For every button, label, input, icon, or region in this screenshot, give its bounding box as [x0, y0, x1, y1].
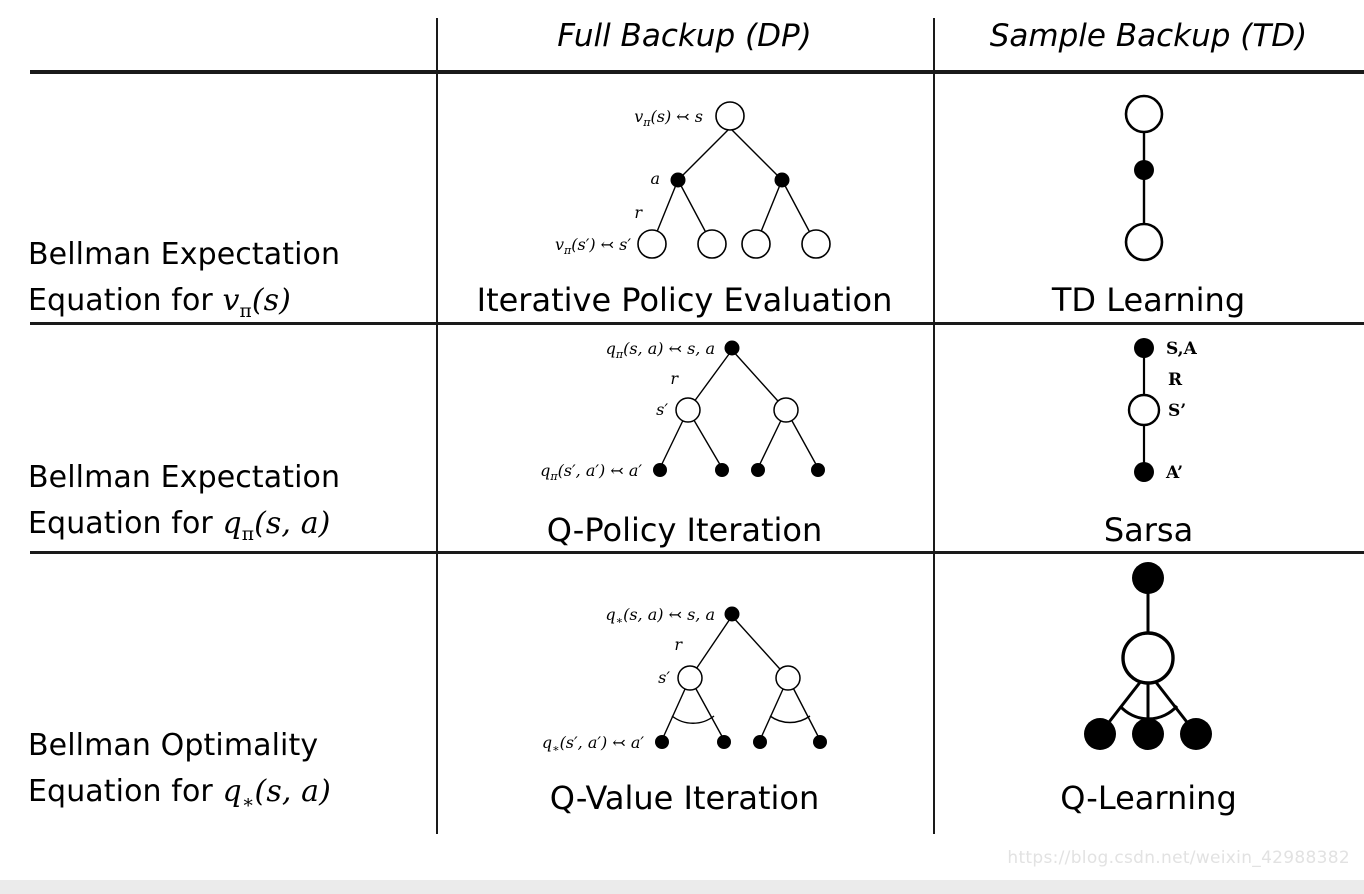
header-rule: [30, 70, 1364, 74]
row-label-symbol: v: [222, 283, 240, 318]
label-sa: S,A: [1166, 339, 1198, 359]
method-dp-row1: Iterative Policy Evaluation: [476, 281, 893, 319]
label-state: s′: [656, 400, 668, 419]
node-leaf-1-open-circle: [637, 229, 667, 259]
diagram-v-pi-full-backup: vπ(s) ↢ s a r vπ(s′) ↢ s′: [555, 101, 831, 259]
row2-bottom-rule: [30, 551, 1364, 554]
node-action-left-filled: [670, 172, 686, 188]
node-leaf-1-filled-dot: [655, 735, 669, 749]
row-label-subscript: π: [241, 524, 255, 545]
node-leaf-1-filled-dot: [653, 463, 667, 477]
method-dp-row2: Q-Policy Iteration: [546, 511, 823, 549]
row-label-v-pi: Bellman Expectation Equation for vπ(s): [28, 232, 428, 335]
row-label-line1: Bellman Expectation: [28, 460, 341, 495]
node-state-bottom-open-circle: [1124, 222, 1164, 262]
row-label-symbol: q: [222, 506, 242, 541]
row-label-subscript: ∗: [241, 792, 255, 813]
row-label-symbol: q: [222, 774, 242, 809]
row-label-q-pi: Bellman Expectation Equation for qπ(s, a…: [28, 455, 428, 558]
method-td-row3: Q-Learning: [1060, 779, 1237, 817]
node-action-right-filled: [774, 172, 790, 188]
label-r: R: [1168, 370, 1183, 390]
row-label-q-star: Bellman Optimality Equation for q∗(s, a): [28, 723, 428, 826]
node-leaf-3-filled-dot: [1180, 718, 1212, 750]
row-label-line2: Equation for qπ(s, a): [28, 506, 331, 545]
label-reward: r: [674, 635, 683, 654]
label-leaf: q∗(s′, a′) ↢ a′: [542, 733, 645, 755]
node-leaf-4-filled-dot: [811, 463, 825, 477]
diagram-sarsa-chain: S,A R S’ A’: [1127, 338, 1198, 483]
node-state-left-open-circle: [675, 397, 701, 423]
row-label-line2: Equation for vπ(s): [28, 283, 291, 322]
label-state: s′: [658, 668, 670, 687]
node-leaf-2-open-circle: [697, 229, 727, 259]
node-leaf-4-open-circle: [801, 229, 831, 259]
node-root-filled-dot: [724, 606, 740, 622]
node-state-right-open-circle: [775, 665, 801, 691]
row1-bottom-rule: [30, 322, 1364, 325]
row-label-args: (s, a): [254, 774, 331, 809]
node-a-prime-filled-dot: [1134, 462, 1154, 482]
node-action-filled-dot: [1134, 160, 1154, 180]
node-state-top-open-circle: [1124, 94, 1164, 134]
row-label-line1: Bellman Expectation: [28, 237, 341, 272]
bottom-bar: [0, 880, 1364, 894]
column-header-dp: Full Backup (DP): [557, 18, 812, 54]
row-label-line2: Equation for q∗(s, a): [28, 774, 331, 813]
node-sa-filled-dot: [1134, 338, 1154, 358]
method-td-row1: TD Learning: [1051, 281, 1246, 319]
method-dp-row3: Q-Value Iteration: [549, 779, 820, 817]
row-label-line1: Bellman Optimality: [28, 728, 319, 763]
label-leaf: vπ(s′) ↢ s′: [555, 235, 631, 257]
row-label-subscript: π: [239, 301, 252, 322]
label-root: vπ(s) ↢ s: [634, 107, 703, 129]
column-header-td: Sample Backup (TD): [989, 18, 1308, 54]
node-leaf-3-filled-dot: [751, 463, 765, 477]
node-leaf-2-filled-dot: [717, 735, 731, 749]
node-leaf-4-filled-dot: [813, 735, 827, 749]
diagram-td-chain: [1124, 94, 1164, 262]
node-root-filled-dot: [1132, 562, 1164, 594]
node-leaf-2-filled-dot: [1132, 718, 1164, 750]
node-leaf-1-filled-dot: [1084, 718, 1116, 750]
max-arc-left: [671, 715, 715, 724]
column-divider-1: [436, 18, 438, 834]
label-a-prime: A’: [1165, 463, 1183, 483]
label-reward: r: [634, 203, 643, 222]
node-state-right-open-circle: [773, 397, 799, 423]
row-label-args: (s, a): [254, 506, 331, 541]
watermark-url: https://blog.csdn.net/weixin_42988382: [1007, 848, 1350, 868]
node-leaf-3-open-circle: [741, 229, 771, 259]
node-state-open-circle: [1121, 631, 1175, 685]
label-root: qπ(s, a) ↢ s, a: [606, 339, 715, 361]
node-root-filled-dot: [724, 340, 740, 356]
column-divider-2: [933, 18, 935, 834]
label-leaf: qπ(s′, a′) ↢ a′: [540, 461, 642, 483]
node-s-prime-open-circle: [1127, 393, 1161, 427]
diagram-q-learning-tree: [1084, 562, 1212, 750]
node-leaf-2-filled-dot: [715, 463, 729, 477]
diagram-q-star-full-backup: q∗(s, a) ↢ s, a r s′ q∗(s′, a′) ↢ a′: [542, 605, 827, 755]
method-td-row2: Sarsa: [1103, 511, 1194, 549]
label-s-prime: S’: [1168, 401, 1186, 421]
label-reward: r: [670, 369, 679, 388]
diagram-q-pi-full-backup: qπ(s, a) ↢ s, a r s′ qπ(s′, a′) ↢ a′: [540, 339, 825, 483]
label-action: a: [650, 169, 660, 188]
node-leaf-3-filled-dot: [753, 735, 767, 749]
row-label-args: (s): [251, 283, 291, 318]
node-state-left-open-circle: [677, 665, 703, 691]
label-root: q∗(s, a) ↢ s, a: [605, 605, 715, 627]
max-arc-right: [769, 715, 811, 724]
node-root-open-circle: [715, 101, 745, 131]
